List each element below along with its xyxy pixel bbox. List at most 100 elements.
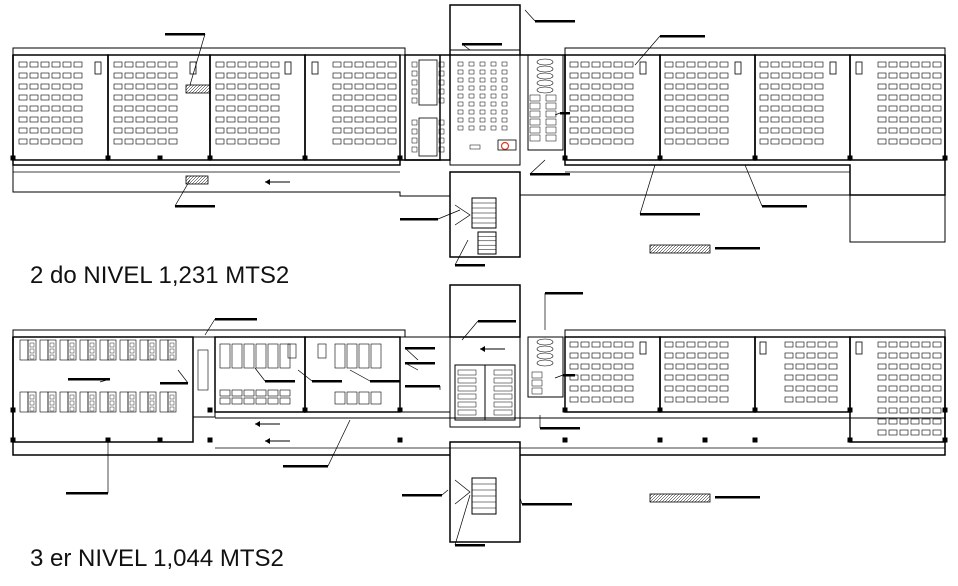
desk [817, 385, 827, 392]
bench [27, 391, 37, 413]
desk [255, 389, 267, 397]
desk [354, 83, 364, 90]
desk [910, 363, 920, 370]
fixture [536, 72, 554, 80]
desk [932, 127, 942, 134]
desk [73, 138, 83, 145]
desk [591, 341, 601, 348]
desk [62, 61, 72, 68]
desk [877, 138, 887, 145]
leader-line [524, 9, 536, 22]
desk [279, 397, 291, 405]
label-bar [405, 362, 435, 365]
desk [354, 105, 364, 112]
desk [888, 418, 898, 425]
step [493, 369, 513, 376]
hatch-line [691, 244, 701, 254]
hatch-line [203, 86, 211, 94]
desk [124, 116, 134, 123]
desk [334, 391, 346, 405]
desk [932, 385, 942, 392]
seat [479, 109, 486, 115]
desk [770, 116, 780, 123]
desk [686, 385, 696, 392]
desk [888, 72, 898, 79]
desk [899, 105, 909, 112]
desk [18, 83, 28, 90]
desk [792, 72, 802, 79]
hatch-line [700, 493, 710, 503]
desk [784, 341, 794, 348]
hatch-line [676, 244, 686, 254]
desk [899, 94, 909, 101]
desk [18, 105, 28, 112]
seat [468, 101, 475, 107]
leader-line [554, 374, 564, 379]
label-bar [283, 465, 328, 468]
desk [686, 94, 696, 101]
level-3-title: 3 er NIVEL 1,044 MTS2 [30, 545, 284, 572]
stall [545, 126, 557, 134]
desk [354, 138, 364, 145]
label-bar [165, 33, 205, 36]
desk [157, 61, 167, 68]
desk [613, 352, 623, 359]
step [457, 377, 477, 384]
desk [877, 385, 887, 392]
desk [29, 116, 39, 123]
chair [411, 61, 418, 68]
desk [569, 385, 579, 392]
desk [569, 127, 579, 134]
desk [932, 396, 942, 403]
desk [675, 352, 685, 359]
desk-grid [664, 61, 729, 145]
seat [501, 117, 508, 123]
stall [529, 118, 541, 126]
desk [664, 352, 674, 359]
desk [40, 61, 50, 68]
central-stair [454, 364, 516, 421]
hatch-line [191, 84, 201, 94]
desk [124, 94, 134, 101]
hatch-line [197, 84, 207, 94]
column [752, 407, 758, 413]
desk [124, 83, 134, 90]
desk [376, 138, 386, 145]
desk [624, 61, 634, 68]
stool [169, 348, 175, 354]
desk [675, 385, 685, 392]
desk [226, 83, 236, 90]
classroom [754, 336, 851, 413]
desk [580, 385, 590, 392]
desk [215, 94, 225, 101]
desk [591, 61, 601, 68]
desk [795, 363, 805, 370]
stool [89, 394, 95, 400]
teacher-desk [855, 341, 863, 355]
desk [624, 385, 634, 392]
desk [226, 72, 236, 79]
desk [73, 116, 83, 123]
arrow-head [265, 438, 270, 444]
annotation-leader [519, 497, 572, 506]
desk [888, 105, 898, 112]
stair-tower [449, 171, 521, 258]
seat [468, 93, 475, 99]
teacher-desk [284, 61, 292, 75]
hatch-line [685, 493, 695, 503]
annotation-leader [544, 292, 583, 330]
desk [877, 418, 887, 425]
desk [40, 127, 50, 134]
stair [471, 197, 497, 229]
annotation-leader [165, 33, 206, 86]
desk [910, 341, 920, 348]
desk [18, 127, 28, 134]
desk [243, 397, 255, 405]
desk [814, 127, 824, 134]
desk [168, 94, 178, 101]
annotation-leader [404, 362, 435, 371]
desk [569, 138, 579, 145]
desk [73, 83, 83, 90]
desk [910, 396, 920, 403]
desk [784, 363, 794, 370]
